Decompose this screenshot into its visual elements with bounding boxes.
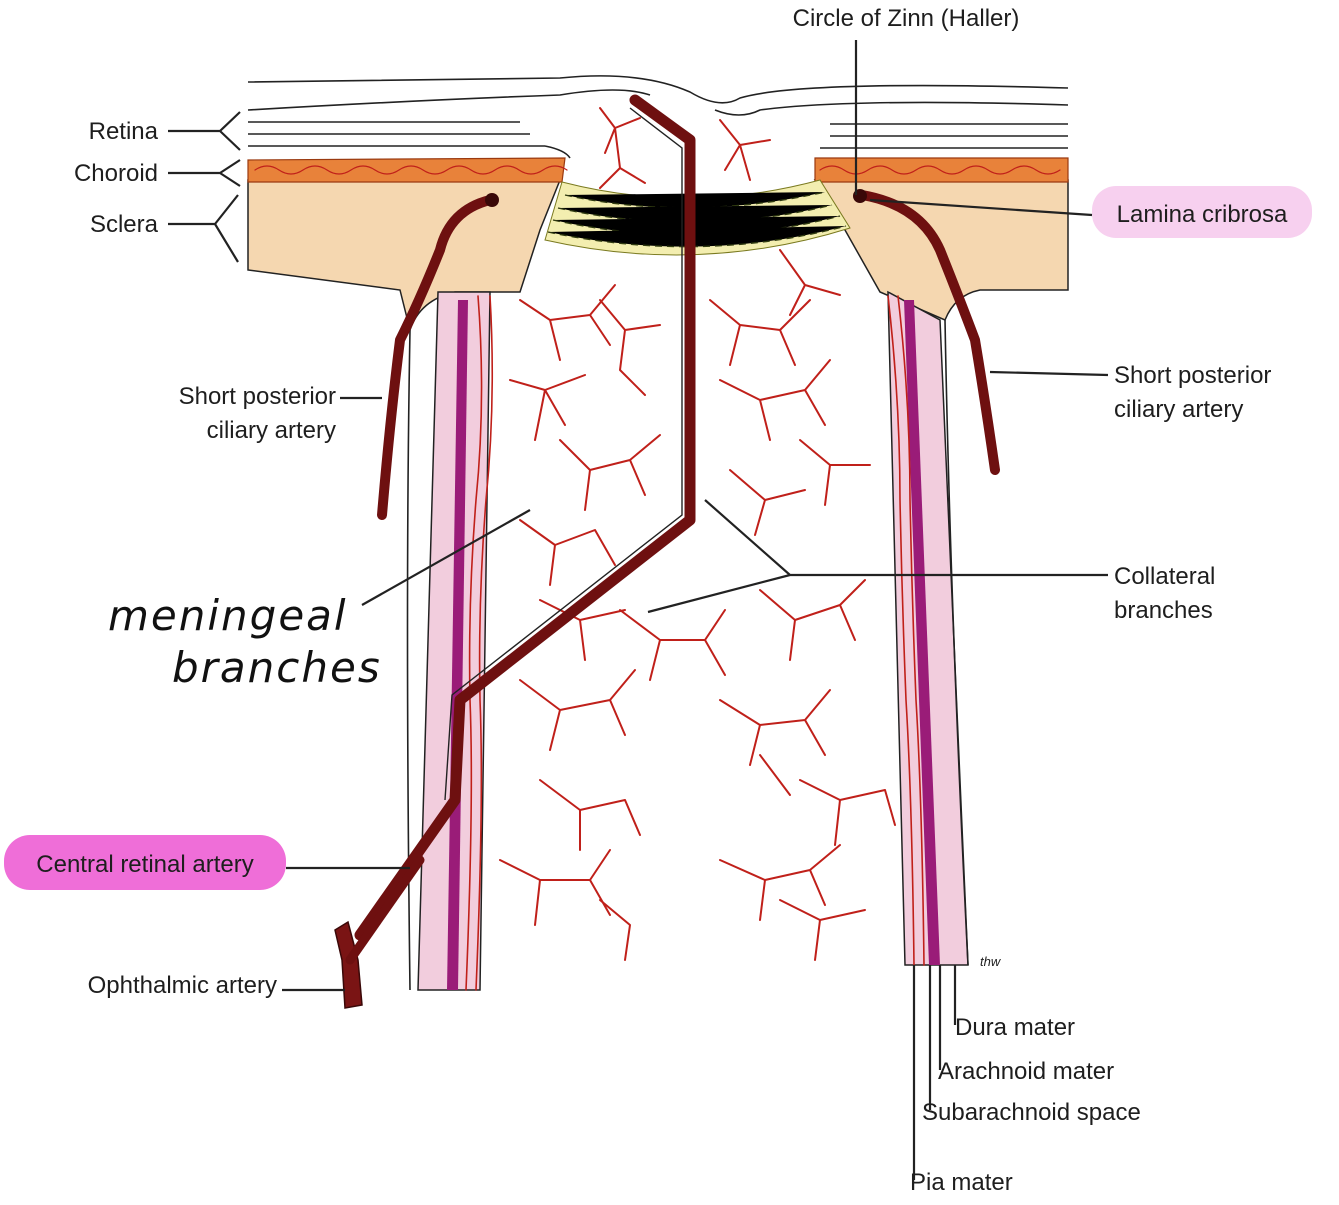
arachnoid-right [904,300,940,965]
short-posterior-ciliary-artery-right [857,190,1000,475]
label-arachnoid-mater: Arachnoid mater [938,1058,1114,1085]
label-sclera: Sclera [90,211,159,238]
label-circle-of-zinn: Circle of Zinn (Haller) [793,5,1020,32]
ophthalmic-artery-branch [345,855,425,965]
label-subarachnoid-space: Subarachnoid space [922,1099,1141,1126]
ciliary-node-left [485,193,499,207]
lamina-cribrosa-highlight [1092,186,1312,238]
label-meningeal-2: branches [172,643,382,692]
short-posterior-ciliary-artery-left [377,195,495,520]
label-central-retinal-artery: Central retinal artery [36,851,253,878]
pia-vessels-left [465,295,494,991]
label-retina: Retina [89,118,159,145]
label-short-posterior-left-2: ciliary artery [207,417,336,444]
choroid-vessels-right [819,165,1061,175]
label-pia-mater: Pia mater [910,1169,1013,1196]
artist-signature: thw [980,954,1002,969]
arachnoid-left [447,300,468,990]
choroid-left [247,157,566,183]
retina-layers [247,75,1069,159]
label-dura-mater: Dura mater [955,1014,1075,1041]
central-retinal-artery-vessel [354,94,696,941]
central-retinal-artery-sheath [444,107,683,801]
label-collateral-2: branches [1114,597,1213,624]
label-ophthalmic-artery: Ophthalmic artery [88,972,277,999]
label-short-posterior-left-1: Short posterior [179,383,336,410]
choroid-vessels-left [254,165,568,175]
capillary-network [499,107,896,961]
central-retinal-artery-highlight [4,835,286,890]
nerve-outline-left [406,329,411,991]
pia-vessels-right [887,295,925,966]
choroid-right [814,157,1069,183]
leader-lines [168,40,1109,1180]
label-choroid: Choroid [74,160,158,187]
label-lamina-cribrosa: Lamina cribrosa [1117,201,1288,228]
label-short-posterior-right-1: Short posterior [1114,362,1271,389]
sclera-left [247,179,562,333]
label-meningeal-1: meningeal [108,591,348,640]
label-short-posterior-right-2: ciliary artery [1114,396,1243,423]
label-collateral-1: Collateral [1114,563,1215,590]
nerve-outline-right [944,319,969,966]
ophthalmic-artery-vessel [334,920,363,1009]
